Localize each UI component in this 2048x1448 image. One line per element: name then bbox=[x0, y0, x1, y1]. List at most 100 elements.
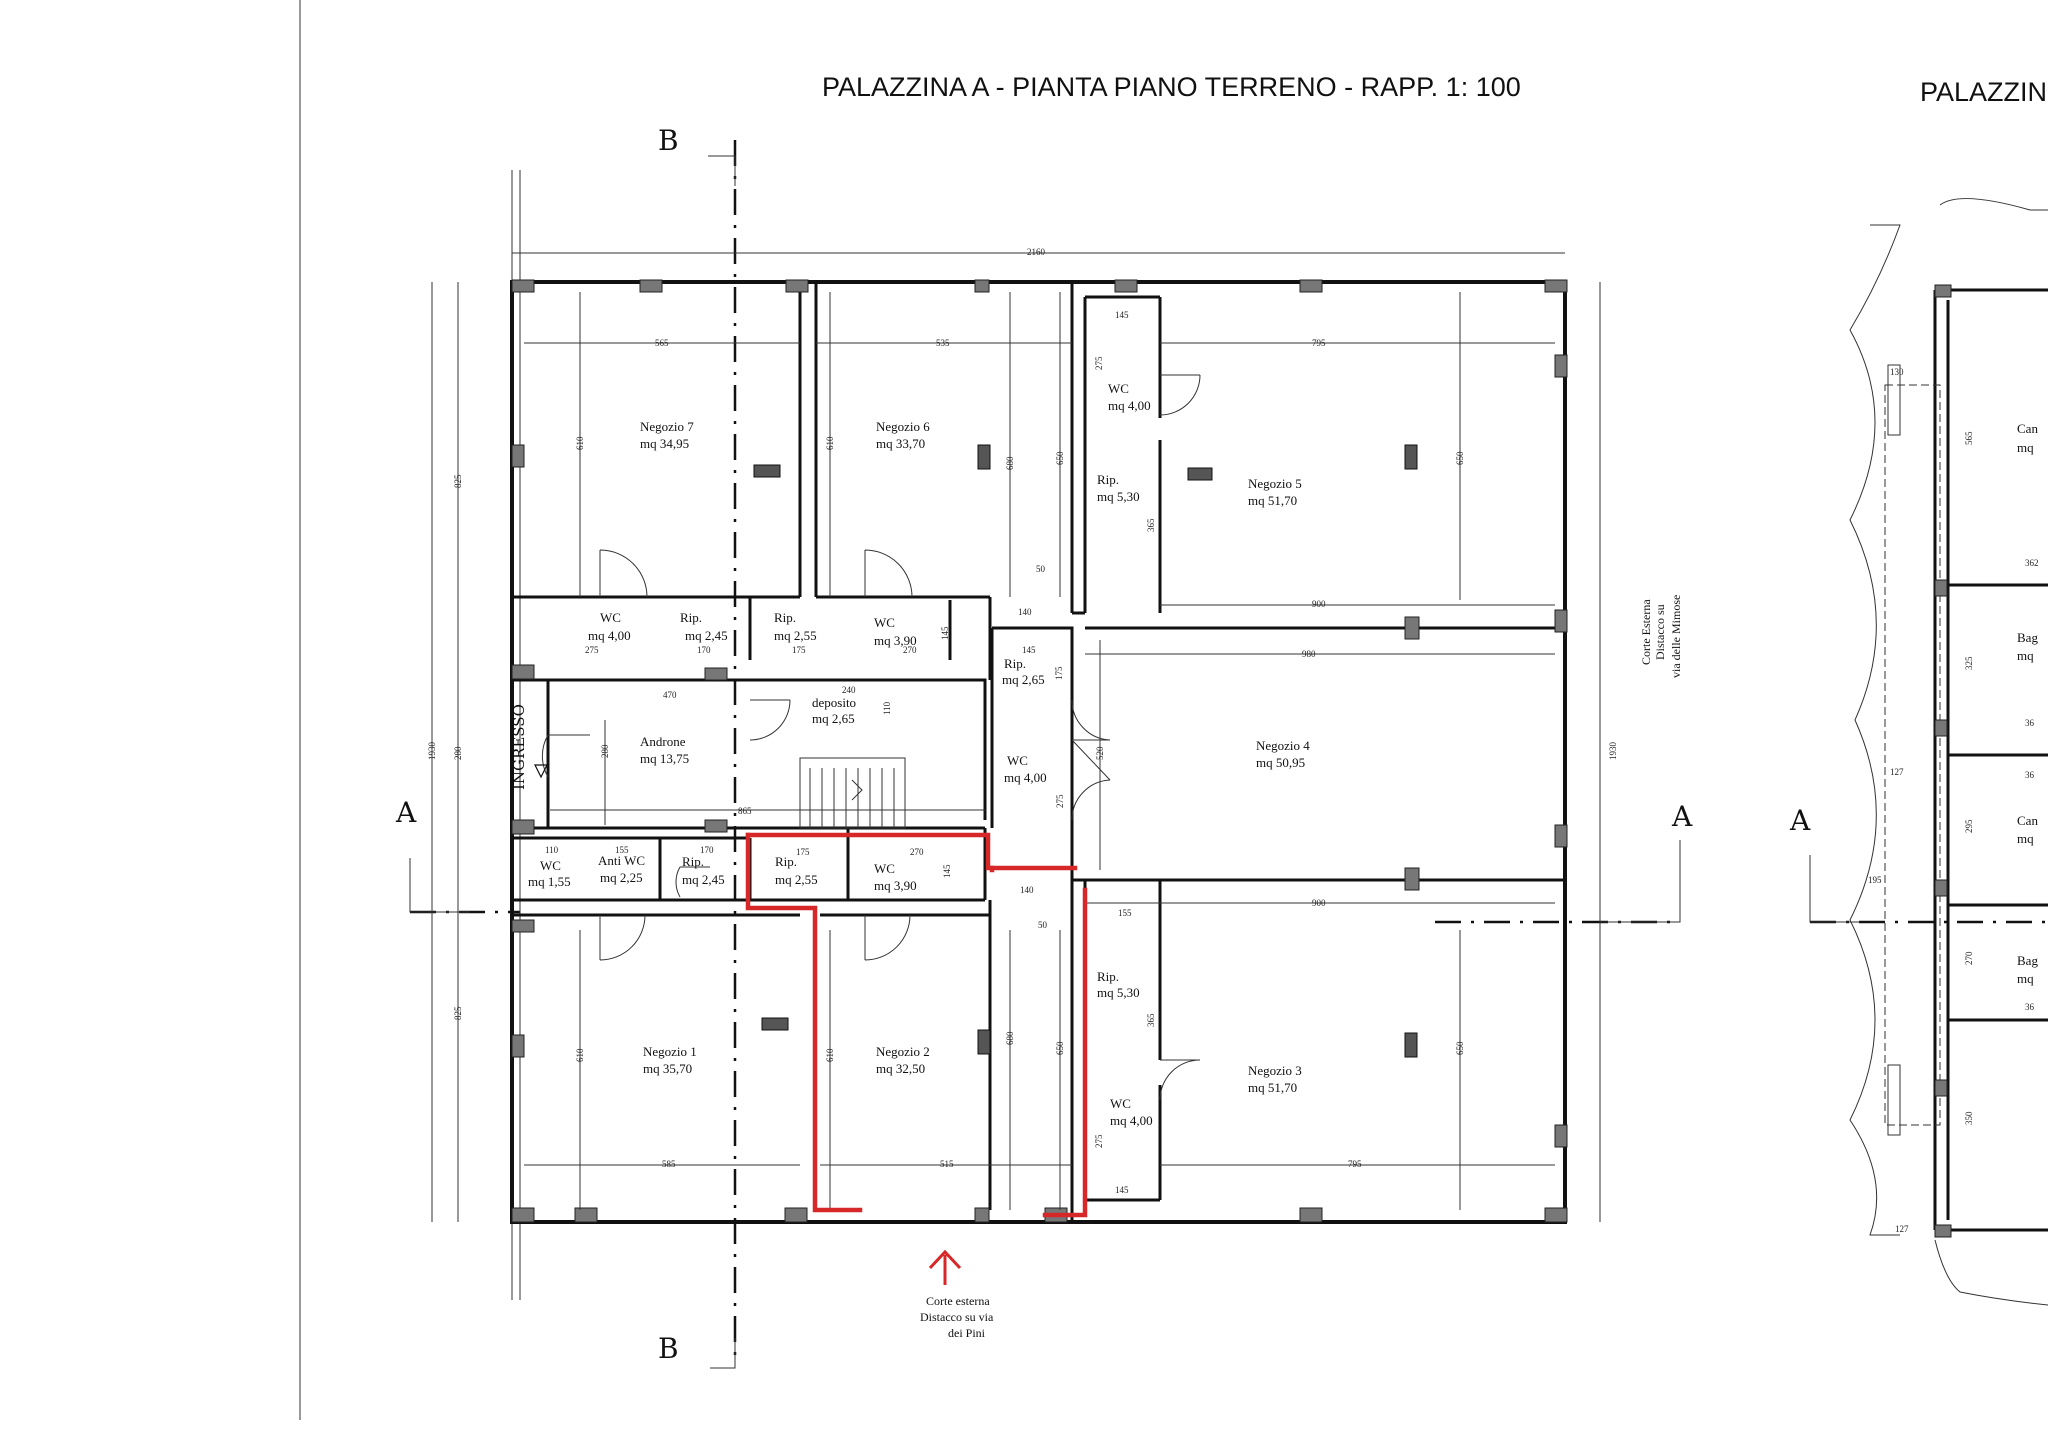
svg-text:Corte Esterna: Corte Esterna bbox=[1639, 599, 1653, 665]
svg-text:36: 36 bbox=[2025, 1002, 2035, 1012]
room-negozio-5-area: mq 51,70 bbox=[1248, 493, 1297, 508]
svg-text:865: 865 bbox=[738, 806, 752, 816]
svg-text:610: 610 bbox=[825, 436, 835, 450]
highlight-outline bbox=[745, 832, 1088, 1218]
svg-text:mq: mq bbox=[2017, 831, 2034, 846]
room-deposito-area: mq 2,65 bbox=[812, 711, 855, 726]
svg-text:270: 270 bbox=[910, 847, 924, 857]
plan-title: PALAZZINA A - PIANTA PIANO TERRENO - RAP… bbox=[822, 72, 1521, 102]
svg-text:170: 170 bbox=[700, 845, 714, 855]
pillars bbox=[511, 279, 1568, 1223]
svg-text:515: 515 bbox=[940, 1159, 954, 1169]
svg-text:362: 362 bbox=[2025, 558, 2039, 568]
svg-text:275: 275 bbox=[1094, 356, 1104, 370]
section-a-right-arrow bbox=[1600, 840, 1681, 923]
room-negozio-1-area: mq 35,70 bbox=[643, 1061, 692, 1076]
svg-text:dei Pini: dei Pini bbox=[948, 1326, 986, 1340]
svg-text:520: 520 bbox=[1095, 746, 1105, 760]
room-wc-n5: WC bbox=[1108, 381, 1129, 396]
staircase bbox=[799, 757, 906, 829]
room-rip-n5-area: mq 5,30 bbox=[1097, 489, 1140, 504]
svg-text:365: 365 bbox=[1146, 518, 1156, 532]
room-rip-n6-area: mq 2,55 bbox=[774, 628, 817, 643]
svg-text:1930: 1930 bbox=[427, 742, 437, 761]
room-negozio-1: Negozio 1 bbox=[643, 1044, 697, 1059]
svg-text:140: 140 bbox=[1020, 885, 1034, 895]
svg-text:240: 240 bbox=[842, 685, 856, 695]
room-negozio-4: Negozio 4 bbox=[1256, 738, 1310, 753]
room-negozio-6: Negozio 6 bbox=[876, 419, 930, 434]
svg-text:140: 140 bbox=[1018, 607, 1032, 617]
room-rip-n6: Rip. bbox=[774, 610, 796, 625]
room-wc-n7: WC bbox=[600, 610, 621, 625]
room-rip-sw: Rip. bbox=[682, 854, 704, 869]
room-rip-n5: Rip. bbox=[1097, 472, 1119, 487]
dimension-labels: 2160 1930 1930 825 280 825 565 610 535 6… bbox=[427, 247, 2039, 1234]
svg-text:Can: Can bbox=[2017, 813, 2038, 828]
room-rip-n3-area: mq 5,30 bbox=[1097, 985, 1140, 1000]
svg-text:127: 127 bbox=[1895, 1224, 1909, 1234]
section-a-left-label: A bbox=[395, 796, 417, 829]
svg-text:650: 650 bbox=[1055, 451, 1065, 465]
room-rip-c-area: mq 2,65 bbox=[1002, 672, 1045, 687]
room-wc-c: WC bbox=[1007, 753, 1028, 768]
svg-text:mq: mq bbox=[2017, 648, 2034, 663]
svg-text:275: 275 bbox=[585, 645, 599, 655]
room-wc-c-area: mq 4,00 bbox=[1004, 770, 1047, 785]
svg-text:795: 795 bbox=[1312, 338, 1326, 348]
svg-text:825: 825 bbox=[453, 474, 463, 488]
svg-text:145: 145 bbox=[1115, 1185, 1129, 1195]
room-negozio-7: Negozio 7 bbox=[640, 419, 694, 434]
svg-text:650: 650 bbox=[1455, 451, 1465, 465]
room-androne-area: mq 13,75 bbox=[640, 751, 689, 766]
svg-text:Bag: Bag bbox=[2017, 953, 2038, 968]
room-wc-n3: WC bbox=[1110, 1096, 1131, 1111]
svg-text:680: 680 bbox=[1005, 1031, 1015, 1045]
svg-text:145: 145 bbox=[942, 864, 952, 878]
svg-text:270: 270 bbox=[1964, 951, 1974, 965]
partial-title: PALAZZIN bbox=[1920, 77, 2047, 107]
svg-text:50: 50 bbox=[1038, 920, 1048, 930]
room-wc-n2: WC bbox=[874, 861, 895, 876]
svg-text:610: 610 bbox=[575, 1048, 585, 1062]
svg-text:155: 155 bbox=[1118, 908, 1132, 918]
room-antiwc: Anti WC bbox=[598, 853, 645, 868]
svg-text:280: 280 bbox=[600, 744, 610, 758]
vent-grilles bbox=[753, 444, 1418, 1058]
room-labels: Negozio 7 mq 34,95 Negozio 6 mq 33,70 Ne… bbox=[528, 381, 1310, 1128]
room-rip-n2-area: mq 2,55 bbox=[775, 872, 818, 887]
svg-text:325: 325 bbox=[1964, 656, 1974, 670]
svg-text:650: 650 bbox=[1055, 1041, 1065, 1055]
svg-text:900: 900 bbox=[1312, 898, 1326, 908]
room-negozio-7-area: mq 34,95 bbox=[640, 436, 689, 451]
svg-text:900: 900 bbox=[1312, 599, 1326, 609]
svg-text:280: 280 bbox=[453, 746, 463, 760]
svg-text:170: 170 bbox=[697, 645, 711, 655]
svg-text:565: 565 bbox=[1964, 431, 1974, 445]
corte-south-label: Corte esterna Distacco su via dei Pini bbox=[920, 1294, 994, 1340]
room-negozio-5: Negozio 5 bbox=[1248, 476, 1302, 491]
section-a-far-label: A bbox=[1789, 804, 1811, 837]
section-b-bottom-label: B bbox=[658, 1332, 679, 1365]
svg-text:2160: 2160 bbox=[1027, 247, 1046, 257]
svg-text:825: 825 bbox=[453, 1006, 463, 1020]
svg-text:980: 980 bbox=[1302, 649, 1316, 659]
svg-text:680: 680 bbox=[1005, 456, 1015, 470]
room-negozio-6-area: mq 33,70 bbox=[876, 436, 925, 451]
svg-text:Bag: Bag bbox=[2017, 630, 2038, 645]
svg-text:36: 36 bbox=[2025, 718, 2035, 728]
svg-text:795: 795 bbox=[1348, 1159, 1362, 1169]
svg-text:650: 650 bbox=[1455, 1041, 1465, 1055]
svg-text:565: 565 bbox=[655, 338, 669, 348]
svg-text:Can: Can bbox=[2017, 421, 2038, 436]
svg-text:via delle Mimose: via delle Mimose bbox=[1669, 595, 1683, 678]
interior-walls bbox=[510, 282, 1565, 1222]
room-rip-n2: Rip. bbox=[775, 854, 797, 869]
svg-text:145: 145 bbox=[1022, 645, 1036, 655]
partial-room-labels: Can mq Bag mq Can mq Bag mq bbox=[2017, 421, 2038, 986]
svg-text:195: 195 bbox=[1868, 875, 1882, 885]
room-wc-n2-area: mq 3,90 bbox=[874, 878, 917, 893]
room-negozio-3-area: mq 51,70 bbox=[1248, 1080, 1297, 1095]
svg-text:270: 270 bbox=[903, 645, 917, 655]
